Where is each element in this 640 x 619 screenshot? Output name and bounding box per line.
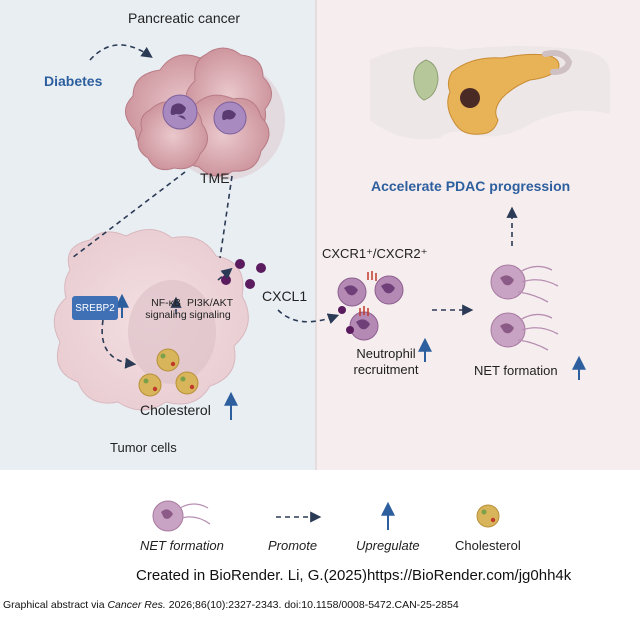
legend-promote-label: Promote [268,538,318,553]
nfkb-label: NF-κB signaling [145,297,187,321]
diabetes-label: Diabetes [44,73,103,89]
legend-net-label: NET formation [140,538,224,553]
tumor-cells-label: Tumor cells [110,440,177,455]
neutrophils-icon [337,271,404,341]
biorender-credit: Created in BioRender. Li, G.(2025)https:… [136,567,572,584]
legend-cholesterol-label: Cholesterol [455,538,521,553]
footer-suffix: 2026;86(10):2327-2343. doi:10.1158/0008-… [165,599,459,611]
tme-label: TME [200,170,230,186]
legend-upregulate-label: Upregulate [356,538,420,553]
neutrophil-recruitment-label: Neutrophil recruitment [353,346,419,377]
tumor-cluster-icon [125,47,285,180]
cholesterol-droplets-icon [138,348,199,397]
net-formation-label: NET formation [474,363,558,378]
promote-arrows [71,44,518,369]
legend-net-icon [152,500,211,532]
legend-cholesterol-icon [476,504,500,528]
footer-journal: Cancer Res. [107,599,166,611]
pi3k-label: PI3K/AKT signaling [186,297,234,321]
pancreas-icon [370,46,610,140]
net-cells-icon [490,264,559,351]
tumor-nucleus [128,280,216,384]
accelerate-label: Accelerate PDAC progression [371,178,571,194]
srebp2-box: SREBP2 [72,296,118,320]
citation-footer: Graphical abstract via Cancer Res. 2026;… [3,599,459,611]
cholesterol-label: Cholesterol [140,402,211,418]
cxcl1-label: CXCL1 [262,288,308,304]
upregulate-arrows [115,293,586,420]
footer-prefix: Graphical abstract via [3,599,108,611]
cxcr-label: CXCR1⁺/CXCR2⁺ [322,246,428,261]
pancreatic-cancer-label: Pancreatic cancer [128,10,241,26]
